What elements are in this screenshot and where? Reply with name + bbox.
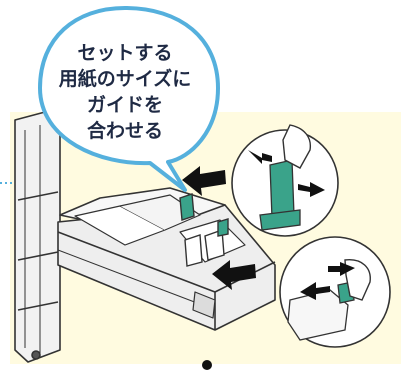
zoom-detail-bottom: [279, 236, 391, 348]
tray-guide-clip: [179, 193, 229, 267]
arrow-icon: [182, 166, 256, 290]
pointer-dot-icon: [202, 360, 212, 370]
callout-bubble: [38, 6, 220, 192]
printer-body: [14, 111, 61, 363]
zoom-detail-top: [231, 124, 339, 237]
